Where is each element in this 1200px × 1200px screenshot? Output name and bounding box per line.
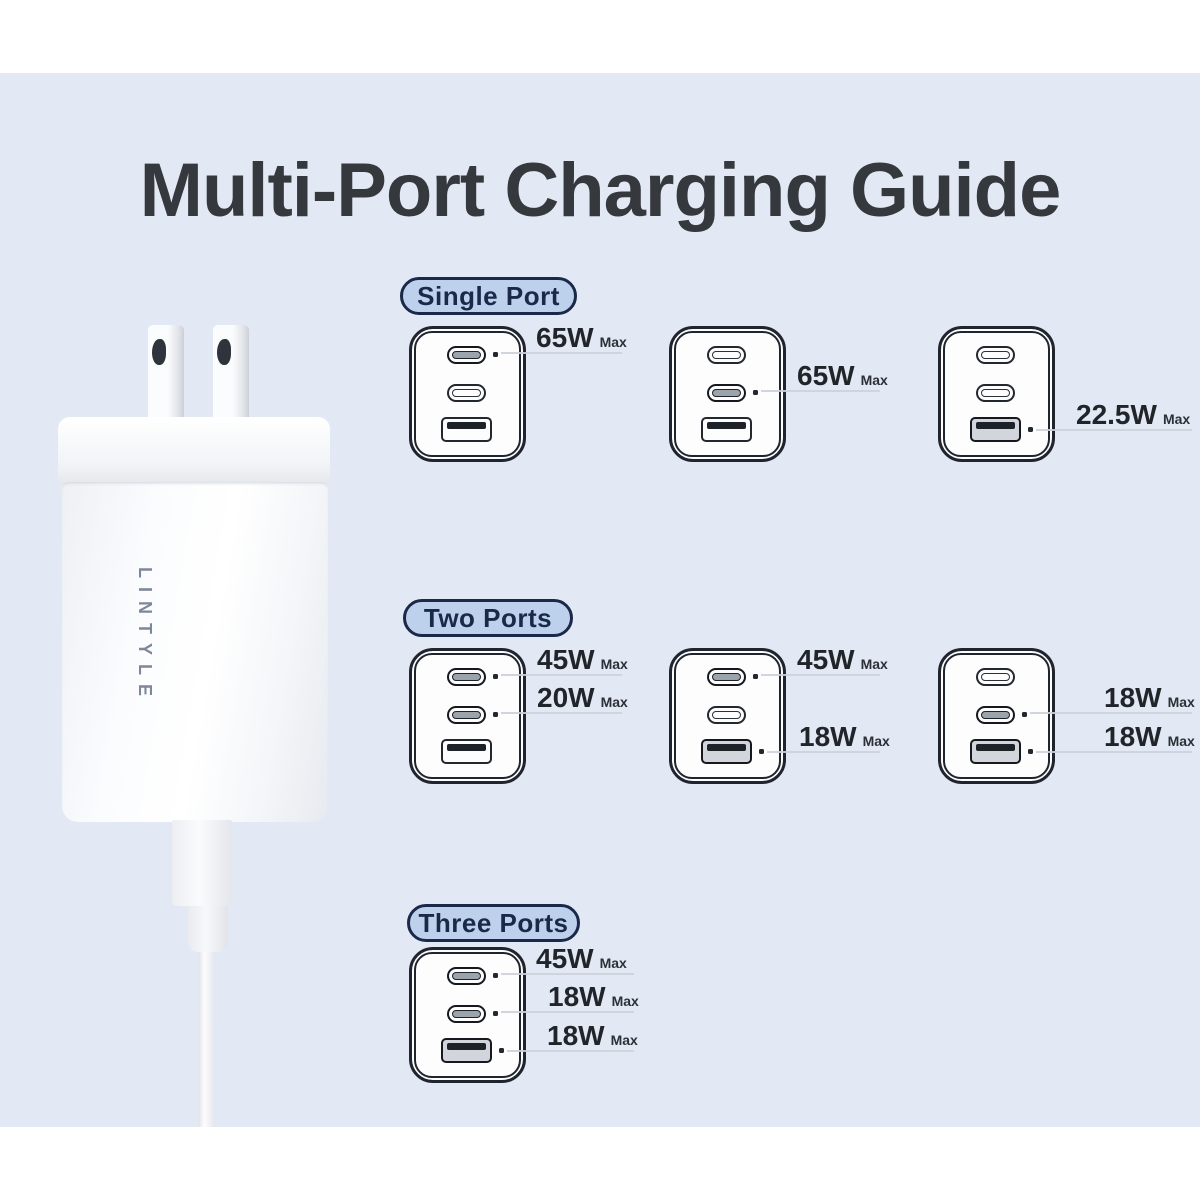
callout-marker	[1028, 749, 1033, 754]
usb-c-port-1	[707, 668, 746, 686]
callout-line	[501, 1011, 634, 1013]
charger-diagram	[938, 648, 1055, 784]
usb-c-port-1	[447, 967, 486, 985]
usb-c-port-1	[976, 346, 1015, 364]
charger-photo: LINTYLE	[40, 315, 340, 1130]
usb-c-port-1	[707, 346, 746, 364]
callout-marker	[1028, 427, 1033, 432]
wattage-callout: 18W Max	[1104, 721, 1195, 752]
usb-c-port-2	[707, 706, 746, 724]
wattage-callout: 18W Max	[548, 981, 639, 1012]
callout-line	[1030, 712, 1192, 714]
callout-marker	[493, 712, 498, 717]
wattage-callout: 45W Max	[537, 644, 628, 675]
charger-face	[943, 653, 1050, 779]
callout-marker	[493, 973, 498, 978]
charger-face	[414, 331, 521, 457]
charger-diagram	[669, 648, 786, 784]
charger-face	[674, 331, 781, 457]
charger-diagram	[409, 326, 526, 462]
section-label-three-ports: Three Ports	[407, 904, 580, 942]
usb-c-port-2	[976, 384, 1015, 402]
charger-body: LINTYLE	[62, 482, 328, 822]
usb-a-port	[701, 739, 752, 764]
wattage-callout: 45W Max	[797, 644, 888, 675]
usb-c-port-2	[447, 706, 486, 724]
wattage-callout: 18W Max	[799, 721, 890, 752]
wattage-callout: 65W Max	[536, 322, 627, 353]
usb-c-port-1	[447, 668, 486, 686]
usb-c-port-1	[976, 668, 1015, 686]
section-label-two-ports: Two Ports	[403, 599, 573, 637]
callout-line	[1036, 751, 1192, 753]
usb-c-port-2	[447, 1005, 486, 1023]
wattage-callout: 20W Max	[537, 682, 628, 713]
usb-a-port	[441, 739, 492, 764]
charger-face	[943, 331, 1050, 457]
charger-diagram	[409, 648, 526, 784]
callout-marker	[493, 674, 498, 679]
usb-a-port	[970, 739, 1021, 764]
wattage-callout: 18W Max	[547, 1020, 638, 1051]
callout-line	[1036, 429, 1192, 431]
charger-top-cap	[58, 417, 330, 483]
callout-marker	[1022, 712, 1027, 717]
callout-line	[761, 674, 880, 676]
cable-strain-relief	[188, 906, 228, 952]
callout-marker	[493, 1011, 498, 1016]
callout-line	[501, 712, 622, 714]
callout-line	[501, 352, 622, 354]
section-label-single-port: Single Port	[400, 277, 577, 315]
wattage-callout: 22.5W Max	[1076, 399, 1191, 430]
callout-line	[501, 973, 634, 975]
usb-a-port	[441, 1038, 492, 1063]
brand-label: LINTYLE	[135, 567, 155, 705]
charger-diagram	[409, 947, 526, 1083]
cable-connector	[172, 820, 232, 906]
charging-cable	[198, 952, 214, 1127]
wattage-callout: 45W Max	[536, 943, 627, 974]
callout-line	[761, 390, 880, 392]
callout-line	[507, 1050, 634, 1052]
callout-line	[767, 751, 880, 753]
callout-marker	[759, 749, 764, 754]
charger-diagram	[669, 326, 786, 462]
wattage-callout: 65W Max	[797, 360, 888, 391]
usb-c-port-2	[707, 384, 746, 402]
callout-marker	[753, 390, 758, 395]
page-title: Multi-Port Charging Guide	[139, 147, 1062, 233]
usb-a-port	[701, 417, 752, 442]
charger-face	[414, 952, 521, 1078]
callout-marker	[493, 352, 498, 357]
usb-a-port	[970, 417, 1021, 442]
wattage-callout: 18W Max	[1104, 682, 1195, 713]
callout-marker	[499, 1048, 504, 1053]
callout-marker	[753, 674, 758, 679]
prong-hole-icon	[217, 339, 231, 365]
prong-hole-icon	[152, 339, 166, 365]
charger-diagram	[938, 326, 1055, 462]
charger-face	[674, 653, 781, 779]
usb-a-port	[441, 417, 492, 442]
usb-c-port-2	[976, 706, 1015, 724]
callout-line	[501, 674, 622, 676]
charger-face	[414, 653, 521, 779]
usb-c-port-1	[447, 346, 486, 364]
usb-c-port-2	[447, 384, 486, 402]
